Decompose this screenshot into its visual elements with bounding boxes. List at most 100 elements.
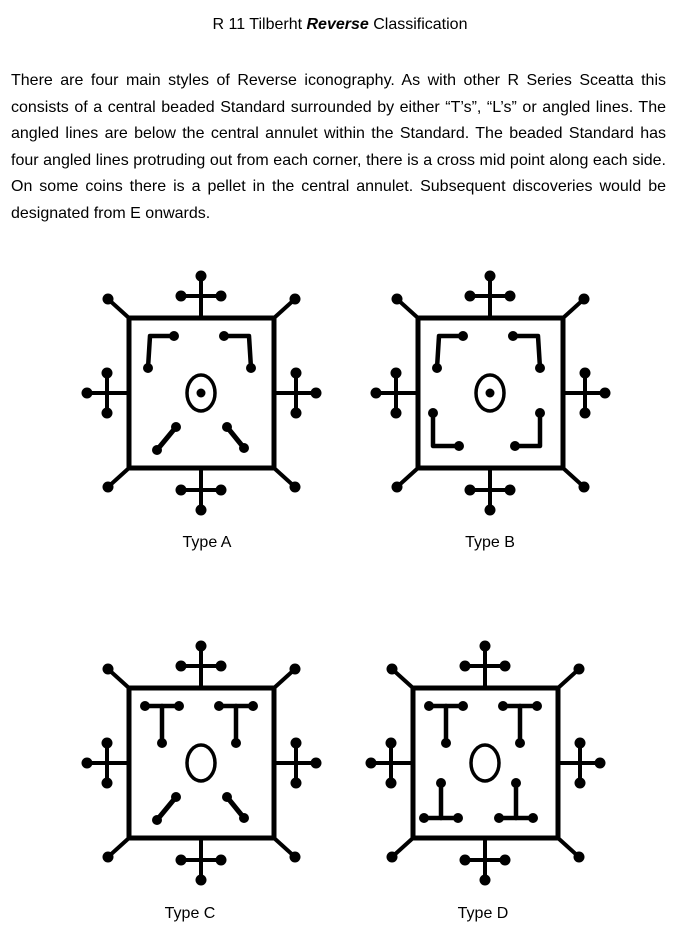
side-cross-pellet-bottom [499,854,511,866]
side-cross-pellet-bottom [175,484,187,496]
upper-left-L-pellet [458,331,468,341]
side-cross-pellet-left [101,367,113,379]
corner-pellet-3 [289,851,301,863]
type-a-diagram [74,268,324,518]
corner-pellet-0 [102,663,114,675]
lower-right-L [512,410,543,449]
side-cross-pellet-left [101,407,113,419]
side-cross-pellet-top [459,660,471,672]
side-cross-pellet-left [365,757,377,769]
lower-right-angled-pellet [239,813,249,823]
side-cross-pellet-bottom [175,854,187,866]
side-cross-pellet-right [574,737,586,749]
type-d-standard-svg [365,640,606,886]
side-cross-pellet-left [385,777,397,789]
upper-right-L [221,333,254,371]
corner-pellet-1 [289,663,301,675]
type-c-diagram [74,638,324,888]
upper-right-L [510,333,543,371]
side-cross-pellet-bottom [484,504,496,516]
side-cross-pellet-left [390,367,402,379]
lower-right-T-pellet [511,778,521,788]
side-cross-pellet-bottom [504,484,516,496]
type-b-standard-svg [370,270,611,516]
lower-right-angled-pellet [239,443,249,453]
type-a-standard-svg [81,270,322,516]
upper-left-L [434,333,466,371]
side-cross-pellet-bottom [195,504,207,516]
side-cross-pellet-right [290,777,302,789]
upper-right-T-pellet [214,701,224,711]
side-cross-pellet-bottom [215,854,227,866]
corner-pellet-2 [102,851,114,863]
corner-pellet-2 [391,481,403,493]
side-cross-pellet-left [385,737,397,749]
lower-left-angled-pellet [171,422,181,432]
upper-right-L-pellet [246,363,256,373]
lower-left-T-pellet [436,778,446,788]
upper-right-T-pellet [498,701,508,711]
upper-left-T-pellet [458,701,468,711]
central-pellet [485,388,495,398]
central-annulet [185,743,217,783]
side-cross-pellet-top [479,640,491,652]
side-cross-pellet-right [310,387,322,399]
lower-right-L-pellet [535,408,545,418]
upper-left-L [145,333,177,371]
lower-left-L [430,410,462,449]
type-a-caption: Type A [182,534,232,551]
lower-left-T-pellet [453,813,463,823]
side-cross-pellet-top [195,270,207,282]
upper-right-L-pellet [508,331,518,341]
side-cross-pellet-left [81,757,93,769]
side-cross-pellet-right [290,407,302,419]
lower-right-T-pellet [528,813,538,823]
side-cross-pellet-right [574,777,586,789]
side-cross-pellet-bottom [459,854,471,866]
upper-right-T-pellet [231,738,241,748]
type-c-standard-svg [81,640,322,886]
upper-left-T-pellet [174,701,184,711]
upper-right-T-pellet [532,701,542,711]
side-cross-pellet-bottom [195,874,207,886]
side-cross-pellet-top [504,290,516,302]
intro-paragraph: There are four main styles of Reverse ic… [11,72,666,222]
corner-pellet-0 [386,663,398,675]
upper-left-T-pellet [441,738,451,748]
type-b-caption: Type B [465,534,515,551]
upper-left-L-pellet [143,363,153,373]
side-cross-pellet-left [370,387,382,399]
upper-left-T-pellet [140,701,150,711]
central-pellet [196,388,206,398]
corner-pellet-0 [102,293,114,305]
type-d-caption: Type D [457,905,509,922]
side-cross-pellet-right [594,757,606,769]
lower-left-angled-pellet [171,792,181,802]
upper-left-L-pellet [432,363,442,373]
side-cross-pellet-bottom [464,484,476,496]
corner-pellet-2 [102,481,114,493]
side-cross-pellet-right [579,407,591,419]
side-cross-pellet-bottom [479,874,491,886]
lower-right-L-pellet [510,441,520,451]
upper-right-T-pellet [248,701,258,711]
central-annulet [469,743,501,783]
lower-left-angled-pellet [152,815,162,825]
upper-right-L-pellet [535,363,545,373]
side-cross-pellet-top [464,290,476,302]
side-cross-pellet-right [579,367,591,379]
lower-left-angled-pellet [152,445,162,455]
title-prefix: R 11 Tilberht [212,16,307,33]
side-cross-pellet-right [290,367,302,379]
upper-right-L-pellet [219,331,229,341]
lower-left-T-pellet [419,813,429,823]
side-cross-pellet-left [101,737,113,749]
side-cross-pellet-right [310,757,322,769]
corner-pellet-3 [289,481,301,493]
upper-right-T-pellet [515,738,525,748]
side-cross-pellet-right [290,737,302,749]
upper-left-T-pellet [424,701,434,711]
corner-pellet-1 [578,293,590,305]
page-title: R 11 Tilberht Reverse Classification [0,14,680,36]
upper-left-T-pellet [157,738,167,748]
